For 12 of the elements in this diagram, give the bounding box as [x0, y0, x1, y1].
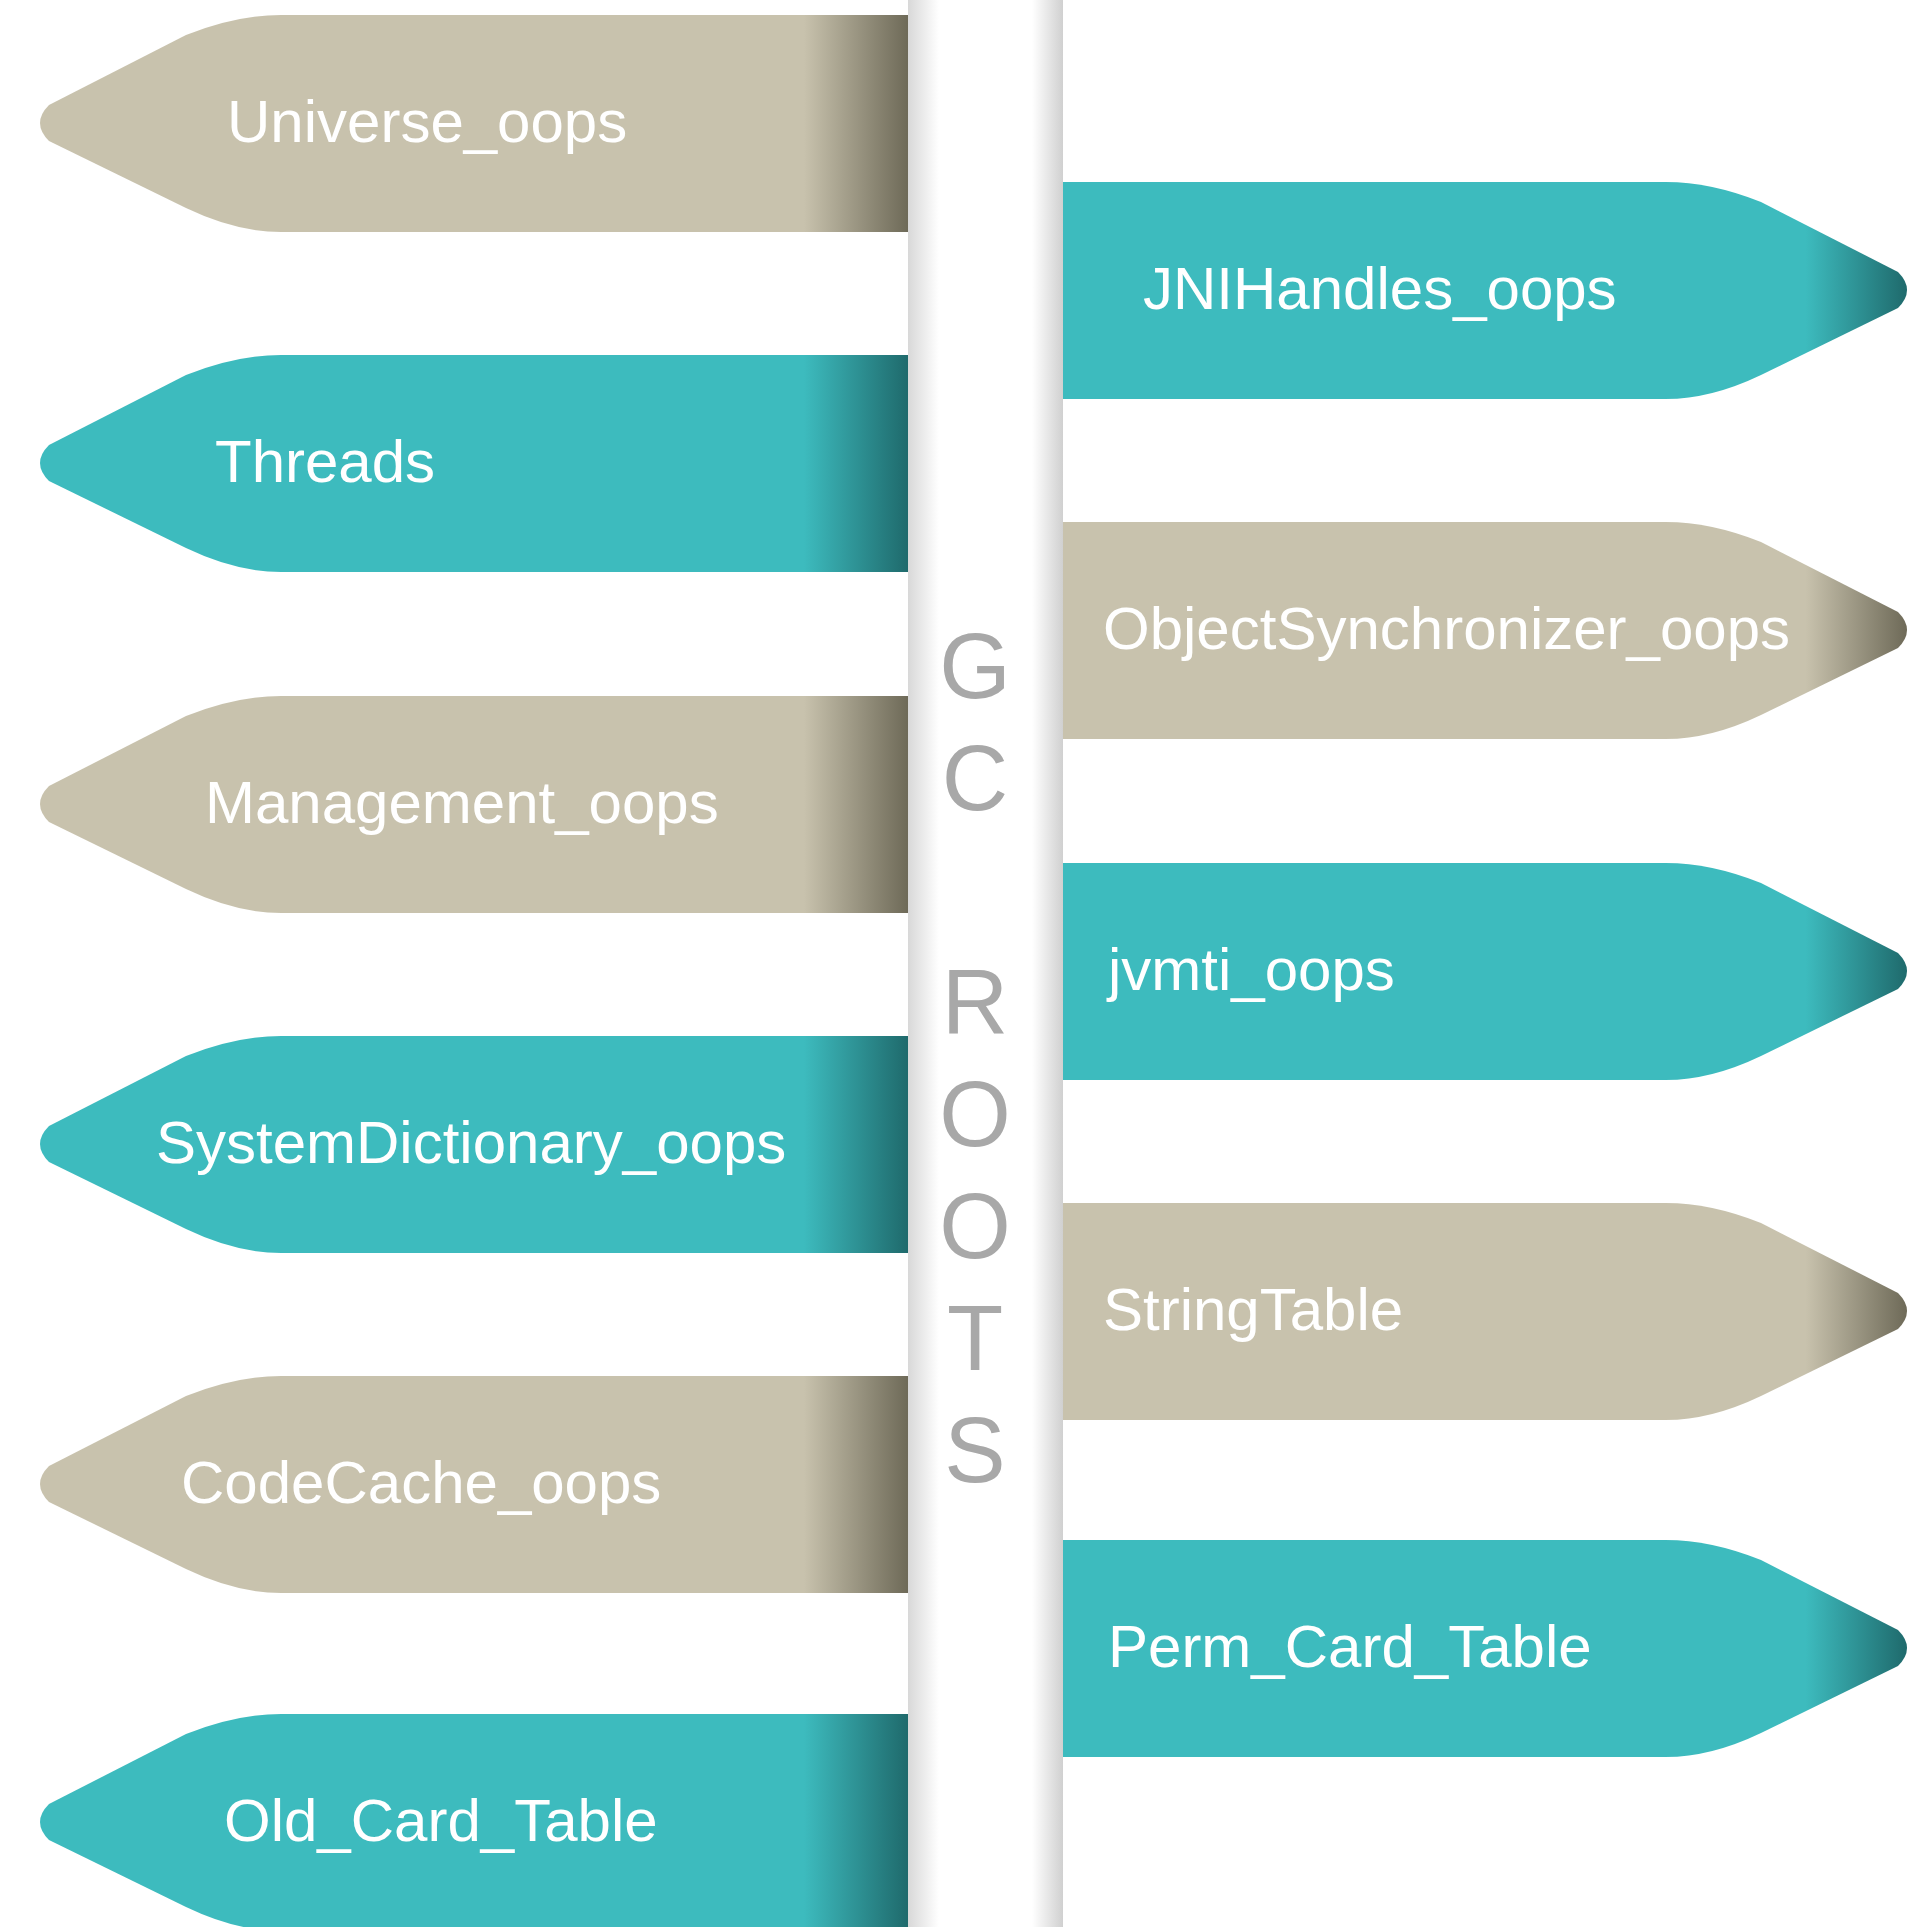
- banner-label: SystemDictionary_oops: [156, 1112, 787, 1173]
- banner-label: Universe_oops: [227, 91, 628, 152]
- banner-label: Old_Card_Table: [224, 1790, 658, 1851]
- banner-label: StringTable: [1103, 1279, 1404, 1340]
- banner-label: jvmti_oops: [1108, 939, 1395, 1000]
- banner-label: Threads: [215, 431, 436, 492]
- banner-label: ObjectSynchronizer_oops: [1103, 598, 1791, 659]
- banner-label: Management_oops: [205, 772, 719, 833]
- banner-label: CodeCache_oops: [181, 1452, 662, 1513]
- banner-label: Perm_Card_Table: [1108, 1616, 1592, 1677]
- vertical-title: GC ROOTS: [938, 614, 1012, 1503]
- banner-label: JNIHandles_oops: [1143, 258, 1617, 319]
